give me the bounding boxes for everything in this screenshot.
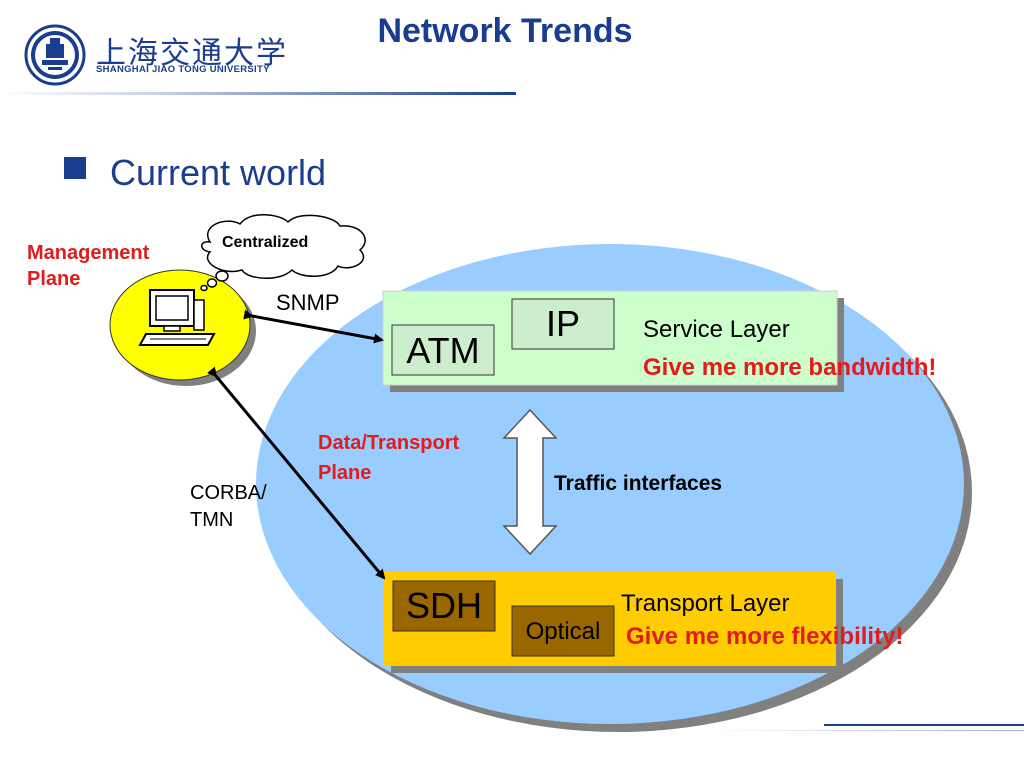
title-underline: [0, 92, 516, 95]
optical-box-label: Optical: [525, 618, 601, 645]
management-plane-line-2: Plane: [27, 268, 81, 290]
data-transport-line-2: Plane: [318, 462, 372, 484]
atm-box-label: ATM: [406, 330, 480, 371]
corba-tmn-label: CORBA/ TMN: [190, 480, 267, 534]
transport-demand-label: Give me more flexibility!: [626, 623, 904, 650]
optical-box: [511, 605, 615, 657]
traffic-interface-arrow-icon: [502, 408, 558, 556]
snmp-connector: [243, 309, 384, 344]
logo-english-name: SHANGHAI JIAO TONG UNIVERSITY: [96, 64, 270, 75]
data-transport-line-1: Data/Transport: [318, 432, 460, 454]
corba-line-1: CORBA/: [190, 482, 267, 504]
traffic-interfaces-label: Traffic interfaces: [554, 472, 723, 495]
service-demand-label: Give me more bandwidth!: [643, 354, 937, 381]
transport-layer-label: Transport Layer: [621, 590, 790, 617]
management-plane-label: Management Plane: [27, 240, 149, 292]
data-transport-plane-label: Data/Transport Plane: [318, 428, 459, 488]
slide-title: Network Trends: [377, 12, 633, 50]
atm-box: [391, 324, 495, 376]
thought-bubble-text: Centralized: [222, 234, 309, 251]
bullet-square-icon: [64, 157, 86, 179]
thought-bubble-icon: [200, 214, 366, 292]
university-seal: [24, 24, 86, 86]
ip-box-label: IP: [545, 303, 580, 344]
ip-box: [511, 298, 615, 350]
logo-chinese-name: 上海交通大学: [96, 36, 288, 71]
corba-connector: [207, 366, 386, 580]
management-plane-line-1: Management: [27, 242, 150, 264]
service-layer-label: Service Layer: [643, 316, 790, 343]
corba-line-2: TMN: [190, 509, 234, 531]
computer-icon: [138, 289, 216, 346]
footer-rule-light: [704, 730, 1024, 731]
sdh-box: [392, 580, 496, 632]
sdh-box-label: SDH: [405, 585, 482, 626]
bullet-text: Current world: [110, 152, 327, 193]
snmp-label: SNMP: [276, 290, 340, 315]
footer-rule: [824, 724, 1024, 726]
